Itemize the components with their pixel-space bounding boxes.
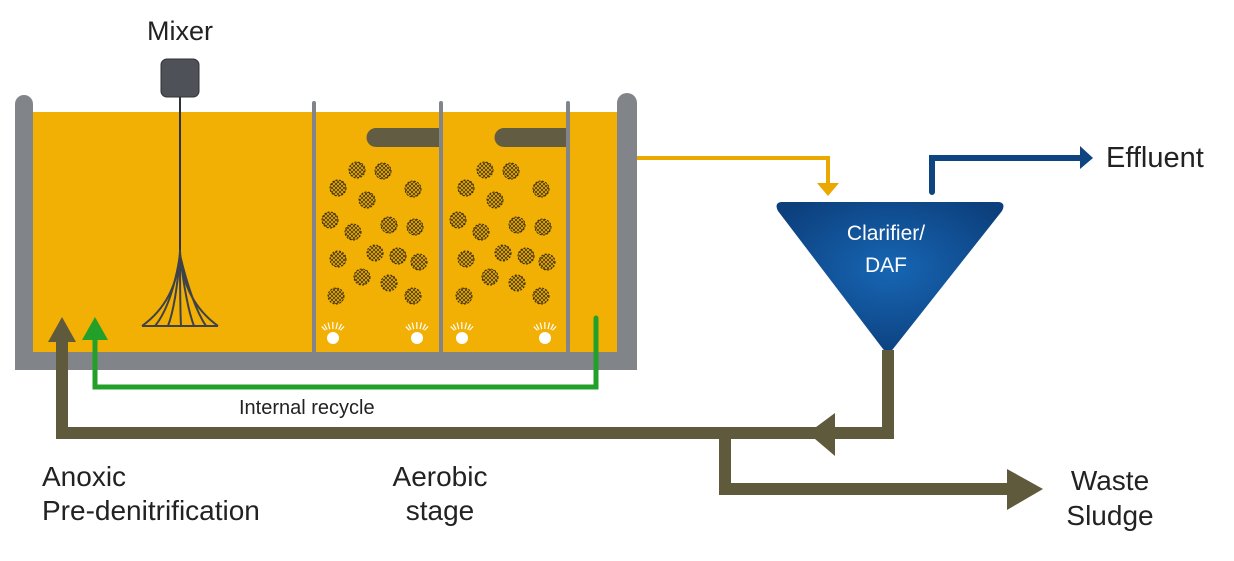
carrier-icon xyxy=(345,224,361,240)
carrier-icon xyxy=(539,254,555,270)
carrier-icon xyxy=(381,217,397,233)
carrier-icon xyxy=(533,288,549,304)
carrier-icon xyxy=(535,219,551,235)
clarifier-daf: Clarifier/ DAF xyxy=(777,202,1004,352)
carrier-icon xyxy=(458,251,474,267)
internal-recycle-label: Internal recycle xyxy=(239,397,375,419)
effluent-label: Effluent xyxy=(1106,142,1204,174)
waste-label-line2: Sludge xyxy=(1066,500,1153,531)
anoxic-label-line1: Anoxic xyxy=(42,461,126,492)
carrier-icon xyxy=(518,248,534,264)
carrier-icon xyxy=(503,163,519,179)
carrier-icon xyxy=(533,181,549,197)
carrier-icon xyxy=(482,269,498,285)
carrier-icon xyxy=(411,254,427,270)
carrier-icon xyxy=(381,275,397,291)
carrier-icon xyxy=(328,288,344,304)
tank-liquid xyxy=(33,112,619,353)
carrier-icon xyxy=(322,212,338,228)
waste-label-line1: Waste xyxy=(1071,465,1149,496)
carrier-icon xyxy=(359,192,375,208)
carrier-icon xyxy=(487,192,503,208)
anoxic-label-line2: Pre-denitrification xyxy=(42,495,260,526)
carrier-icon xyxy=(330,180,346,196)
effluent-arrow xyxy=(932,146,1093,192)
carrier-icon xyxy=(375,163,391,179)
carrier-icon xyxy=(477,162,493,178)
carrier-icon xyxy=(458,180,474,196)
carrier-icon xyxy=(367,245,383,261)
carrier-icon xyxy=(450,212,466,228)
aerobic-label-line1: Aerobic xyxy=(393,461,488,492)
carrier-icon xyxy=(473,224,489,240)
carrier-icon xyxy=(349,162,365,178)
carrier-icon xyxy=(456,288,472,304)
carrier-icon xyxy=(405,288,421,304)
carrier-icon xyxy=(509,275,525,291)
carrier-icon xyxy=(405,181,421,197)
mixer-label: Mixer xyxy=(147,16,213,46)
carrier-icon xyxy=(330,251,346,267)
waste-sludge-arrow xyxy=(725,433,1043,510)
feed-to-clarifier-arrow xyxy=(637,158,839,196)
clarifier-label-line1: Clarifier/ xyxy=(847,222,925,245)
carrier-icon xyxy=(354,269,370,285)
aerobic-label-line2: stage xyxy=(406,495,475,526)
carrier-icon xyxy=(509,217,525,233)
carrier-icon xyxy=(390,248,406,264)
clarifier-label-line2: DAF xyxy=(865,254,907,277)
carrier-icon xyxy=(407,219,423,235)
carrier-icon xyxy=(495,245,511,261)
